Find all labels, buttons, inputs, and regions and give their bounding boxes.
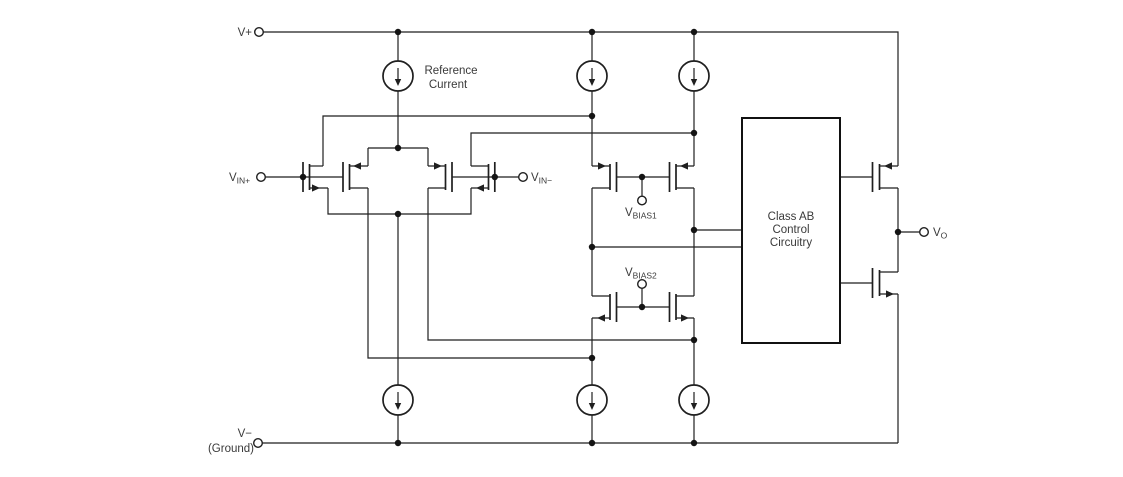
v-plus-label: V+: [238, 27, 253, 39]
output-pmos: [871, 162, 898, 192]
v-minus-label: V−: [238, 428, 253, 440]
t1-drain-route: [322, 115, 592, 166]
class-ab-label-line2: Control: [772, 224, 809, 236]
cascode-nmos-left: [592, 292, 618, 322]
junction-dot: [394, 28, 402, 36]
vbias2-terminal: [637, 279, 648, 290]
junction-dot: [588, 354, 596, 362]
junction-dot: [690, 226, 698, 234]
junction-dot: [690, 336, 698, 344]
source-arrow-icon: [353, 162, 361, 170]
t3-drain-route: [427, 188, 694, 341]
output-nmos: [871, 268, 898, 298]
current-sources: [382, 60, 710, 416]
vin-plus-label-main: V: [229, 172, 237, 184]
down-arrow-icon: [690, 403, 698, 410]
vo-terminal: [919, 226, 930, 237]
current-source-circle: [382, 60, 414, 92]
top-current-source-middle: [576, 60, 608, 92]
reference-current-source: [382, 60, 414, 92]
vin-minus-label-main: V: [531, 172, 539, 184]
current-source-circle: [576, 60, 608, 92]
v-minus-terminal: [252, 438, 263, 449]
down-arrow-icon: [690, 79, 698, 86]
current-source-circle: [382, 384, 414, 416]
down-arrow-icon: [588, 403, 596, 410]
source-arrow-icon: [476, 184, 484, 192]
ground-label: (Ground): [208, 443, 254, 455]
down-arrow-icon: [394, 79, 402, 86]
vbias2-label: VBIAS2: [625, 267, 657, 281]
junction-dot: [299, 173, 307, 181]
input-pmos-left: [342, 162, 368, 192]
current-source-circle: [678, 60, 710, 92]
nmos-pair-source-line: [327, 188, 472, 215]
vo-label-sub: O: [941, 231, 948, 241]
junction-dot: [638, 303, 646, 311]
junction-dot: [638, 173, 646, 181]
source-arrow-icon: [681, 314, 689, 322]
vbias2-label-sub: BIAS2: [633, 271, 657, 281]
source-arrow-icon: [597, 314, 605, 322]
junction-dot: [690, 439, 698, 447]
junction-dot: [588, 28, 596, 36]
bottom-current-source-middle: [576, 384, 608, 416]
class-ab-block: Class AB Control Circuitry: [741, 117, 841, 344]
vo-label: VO: [933, 227, 948, 241]
junction-dot: [690, 28, 698, 36]
vin-minus-label: VIN−: [531, 172, 552, 186]
class-ab-label-line3: Circuitry: [770, 237, 812, 249]
junction-dot: [394, 144, 402, 152]
source-arrow-icon: [598, 162, 606, 170]
t4-drain-route: [470, 132, 694, 166]
vplus-rail: [263, 31, 899, 166]
vin-plus-terminal: [256, 171, 267, 182]
transistors: [302, 162, 898, 322]
v-plus-terminal: [253, 27, 264, 38]
junction-dot: [394, 439, 402, 447]
terminals: [252, 27, 930, 449]
vin-plus-label-sub: IN+: [237, 176, 251, 186]
cascode-pmos-left: [592, 162, 618, 192]
source-arrow-icon: [312, 184, 320, 192]
output-node-dot: [894, 228, 902, 236]
down-arrow-icon: [588, 79, 596, 86]
current-source-circle: [678, 384, 710, 416]
junction-dot: [588, 112, 596, 120]
down-arrow-icon: [394, 403, 402, 410]
junction-dot: [690, 129, 698, 137]
vbias1-label-sub: BIAS1: [633, 211, 657, 221]
junction-dots: [299, 28, 902, 447]
top-current-source-right: [678, 60, 710, 92]
bottom-current-source-right: [678, 384, 710, 416]
junction-dot: [491, 173, 498, 181]
junction-dot: [588, 243, 596, 251]
labels: V+ V− (Ground) VIN+ VIN− VBIAS1 VBIAS2 V…: [208, 27, 948, 455]
source-arrow-icon: [886, 290, 894, 298]
bottom-current-source-left: [382, 384, 414, 416]
vin-minus-label-sub: IN−: [539, 176, 553, 186]
t2-drain-route: [367, 188, 592, 359]
vo-label-main: V: [933, 227, 941, 239]
source-arrow-icon: [434, 162, 442, 170]
vbias2-label-main: V: [625, 267, 633, 279]
class-ab-label-line1: Class AB: [768, 211, 815, 223]
source-arrow-icon: [680, 162, 688, 170]
vin-minus-terminal: [518, 171, 529, 182]
junction-dot: [588, 439, 596, 447]
reference-current-label-line1: Reference: [424, 65, 477, 77]
vbias1-label: VBIAS1: [625, 207, 657, 221]
current-source-circle: [576, 384, 608, 416]
reference-current-label-line2: Current: [429, 79, 468, 91]
cascode-nmos-right: [668, 292, 694, 322]
class-ab-box: [741, 117, 841, 344]
vbias1-terminal: [637, 195, 648, 206]
cascode-pmos-right: [668, 162, 694, 192]
vbias1-label-main: V: [625, 207, 633, 219]
source-arrow-icon: [884, 162, 892, 170]
vin-plus-label: VIN+: [229, 172, 250, 186]
input-pmos-right: [428, 162, 453, 192]
junction-dot: [394, 210, 402, 218]
